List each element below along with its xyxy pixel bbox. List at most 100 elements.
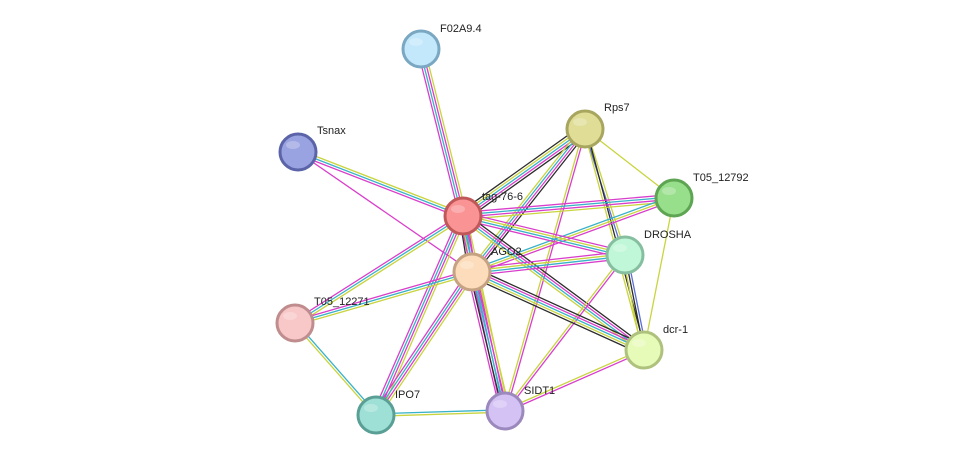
- edge-evidence-text-mining: [643, 197, 675, 351]
- edge-evidence-experimental: [461, 218, 625, 260]
- edge-drosha-sidt1[interactable]: [503, 253, 627, 413]
- edge-t05-12792-dcr-1[interactable]: [643, 197, 675, 351]
- edge-evidence-experimental: [466, 272, 501, 413]
- edge-ipo7-sidt1[interactable]: [375, 409, 506, 417]
- edge-evidence-text-mining: [462, 200, 675, 221]
- node-t05-12271[interactable]: [275, 303, 315, 343]
- edge-evidence-experimental: [462, 198, 675, 218]
- edge-evidence-experimental: [472, 269, 646, 349]
- edge-evidence-text-mining: [295, 217, 465, 326]
- node-highlight: [364, 404, 378, 412]
- node-highlight: [460, 261, 474, 269]
- node-tsnax[interactable]: [278, 132, 318, 172]
- edge-evidence-text-mining: [375, 411, 506, 417]
- node-ipo7[interactable]: [356, 395, 396, 435]
- node-highlight: [632, 339, 646, 347]
- edge-evidence-database: [419, 48, 463, 217]
- node-label-dcr-1: dcr-1: [663, 324, 688, 336]
- edge-evidence-database: [374, 270, 472, 415]
- edge-evidence-coexpression: [465, 132, 589, 221]
- edge-tag-76-6-t05-12271[interactable]: [293, 213, 465, 326]
- edge-evidence-coexpression: [464, 212, 647, 348]
- node-label-ago2: AGO2: [491, 246, 522, 258]
- edge-ago2-t05-12271[interactable]: [293, 269, 474, 326]
- node-sidt1[interactable]: [485, 391, 525, 431]
- node-dcr-1[interactable]: [624, 330, 664, 370]
- edge-rps7-ago2[interactable]: [468, 126, 589, 275]
- edge-evidence-database: [462, 196, 675, 216]
- edge-rps7-tag-76-6[interactable]: [459, 124, 589, 221]
- edge-evidence-database: [461, 216, 644, 352]
- edge-ago2-dcr-1[interactable]: [469, 266, 647, 356]
- edge-ago2-sidt1[interactable]: [466, 270, 511, 413]
- edge-rps7-drosha[interactable]: [583, 127, 627, 257]
- edge-evidence-database: [295, 321, 378, 415]
- node-circle[interactable]: [356, 395, 396, 435]
- node-highlight: [409, 38, 423, 46]
- node-drosha[interactable]: [605, 235, 645, 275]
- edge-evidence-text-mining: [298, 149, 465, 215]
- node-label-f02a9-4: F02A9.4: [440, 23, 482, 35]
- edge-tag-76-6-ipo7[interactable]: [372, 213, 467, 418]
- node-circle[interactable]: [605, 235, 645, 275]
- edge-evidence-experimental: [505, 255, 627, 413]
- node-t05-12792[interactable]: [654, 178, 694, 218]
- edge-evidence-experimental: [471, 257, 627, 277]
- node-circle[interactable]: [275, 303, 315, 343]
- node-ago2[interactable]: [452, 252, 492, 292]
- edge-evidence-database: [471, 255, 626, 274]
- node-circle[interactable]: [485, 391, 525, 431]
- edge-evidence-experimental: [416, 49, 461, 218]
- edge-evidence-database: [462, 216, 626, 257]
- edge-evidence-experimental: [463, 130, 588, 219]
- edge-tag-76-6-drosha[interactable]: [461, 211, 627, 260]
- edge-evidence-experimental: [293, 269, 472, 322]
- node-label-tsnax: Tsnax: [317, 125, 346, 137]
- edge-evidence-homology: [583, 128, 625, 257]
- node-label-t05-12792: T05_12792: [693, 172, 749, 184]
- edge-evidence-text-mining: [468, 126, 583, 271]
- edge-ago2-ipo7[interactable]: [372, 269, 476, 418]
- node-rps7[interactable]: [565, 109, 605, 149]
- node-circle[interactable]: [443, 196, 483, 236]
- node-circle[interactable]: [401, 29, 441, 69]
- node-label-sidt1: SIDT1: [524, 385, 555, 397]
- edge-evidence-database: [471, 271, 645, 351]
- node-circle[interactable]: [452, 252, 492, 292]
- edge-tsnax-tag-76-6[interactable]: [296, 149, 465, 219]
- node-highlight: [451, 205, 465, 213]
- edge-evidence-experimental: [472, 129, 587, 274]
- edge-evidence-experimental: [470, 250, 626, 270]
- edge-t05-12792-ago2[interactable]: [470, 195, 676, 275]
- node-tag-76-6[interactable]: [443, 196, 483, 236]
- node-circle[interactable]: [565, 109, 605, 149]
- edge-evidence-text-mining: [471, 197, 675, 273]
- edge-evidence-coexpression: [469, 271, 504, 413]
- node-highlight: [283, 312, 297, 320]
- edge-t05-12792-tag-76-6[interactable]: [462, 193, 675, 221]
- edge-evidence-text-mining: [471, 253, 626, 272]
- edge-evidence-coexpression: [473, 266, 647, 347]
- edge-t05-12271-ipo7[interactable]: [293, 321, 378, 417]
- node-circle[interactable]: [278, 132, 318, 172]
- node-circle[interactable]: [654, 178, 694, 218]
- edge-f02a9-4-tag-76-6[interactable]: [416, 47, 468, 218]
- node-label-t05-12271: T05_12271: [314, 296, 370, 308]
- edge-dcr-1-sidt1[interactable]: [503, 348, 646, 413]
- edge-evidence-experimental: [372, 213, 461, 415]
- edge-evidence-database: [375, 409, 506, 415]
- node-highlight: [613, 244, 627, 252]
- edge-evidence-text-mining: [378, 273, 476, 418]
- edge-evidence-experimental: [473, 270, 508, 412]
- edge-evidence-experimental: [472, 199, 676, 275]
- edge-drosha-ago2[interactable]: [470, 250, 627, 277]
- edge-rps7-sidt1[interactable]: [503, 128, 587, 412]
- node-label-ipo7: IPO7: [395, 389, 420, 401]
- edge-evidence-text-mining: [378, 216, 467, 418]
- node-circle[interactable]: [624, 330, 664, 370]
- edge-evidence-text-mining: [462, 214, 626, 255]
- node-f02a9-4[interactable]: [401, 29, 441, 69]
- edge-evidence-coexpression: [469, 275, 643, 356]
- edge-evidence-database: [374, 214, 463, 416]
